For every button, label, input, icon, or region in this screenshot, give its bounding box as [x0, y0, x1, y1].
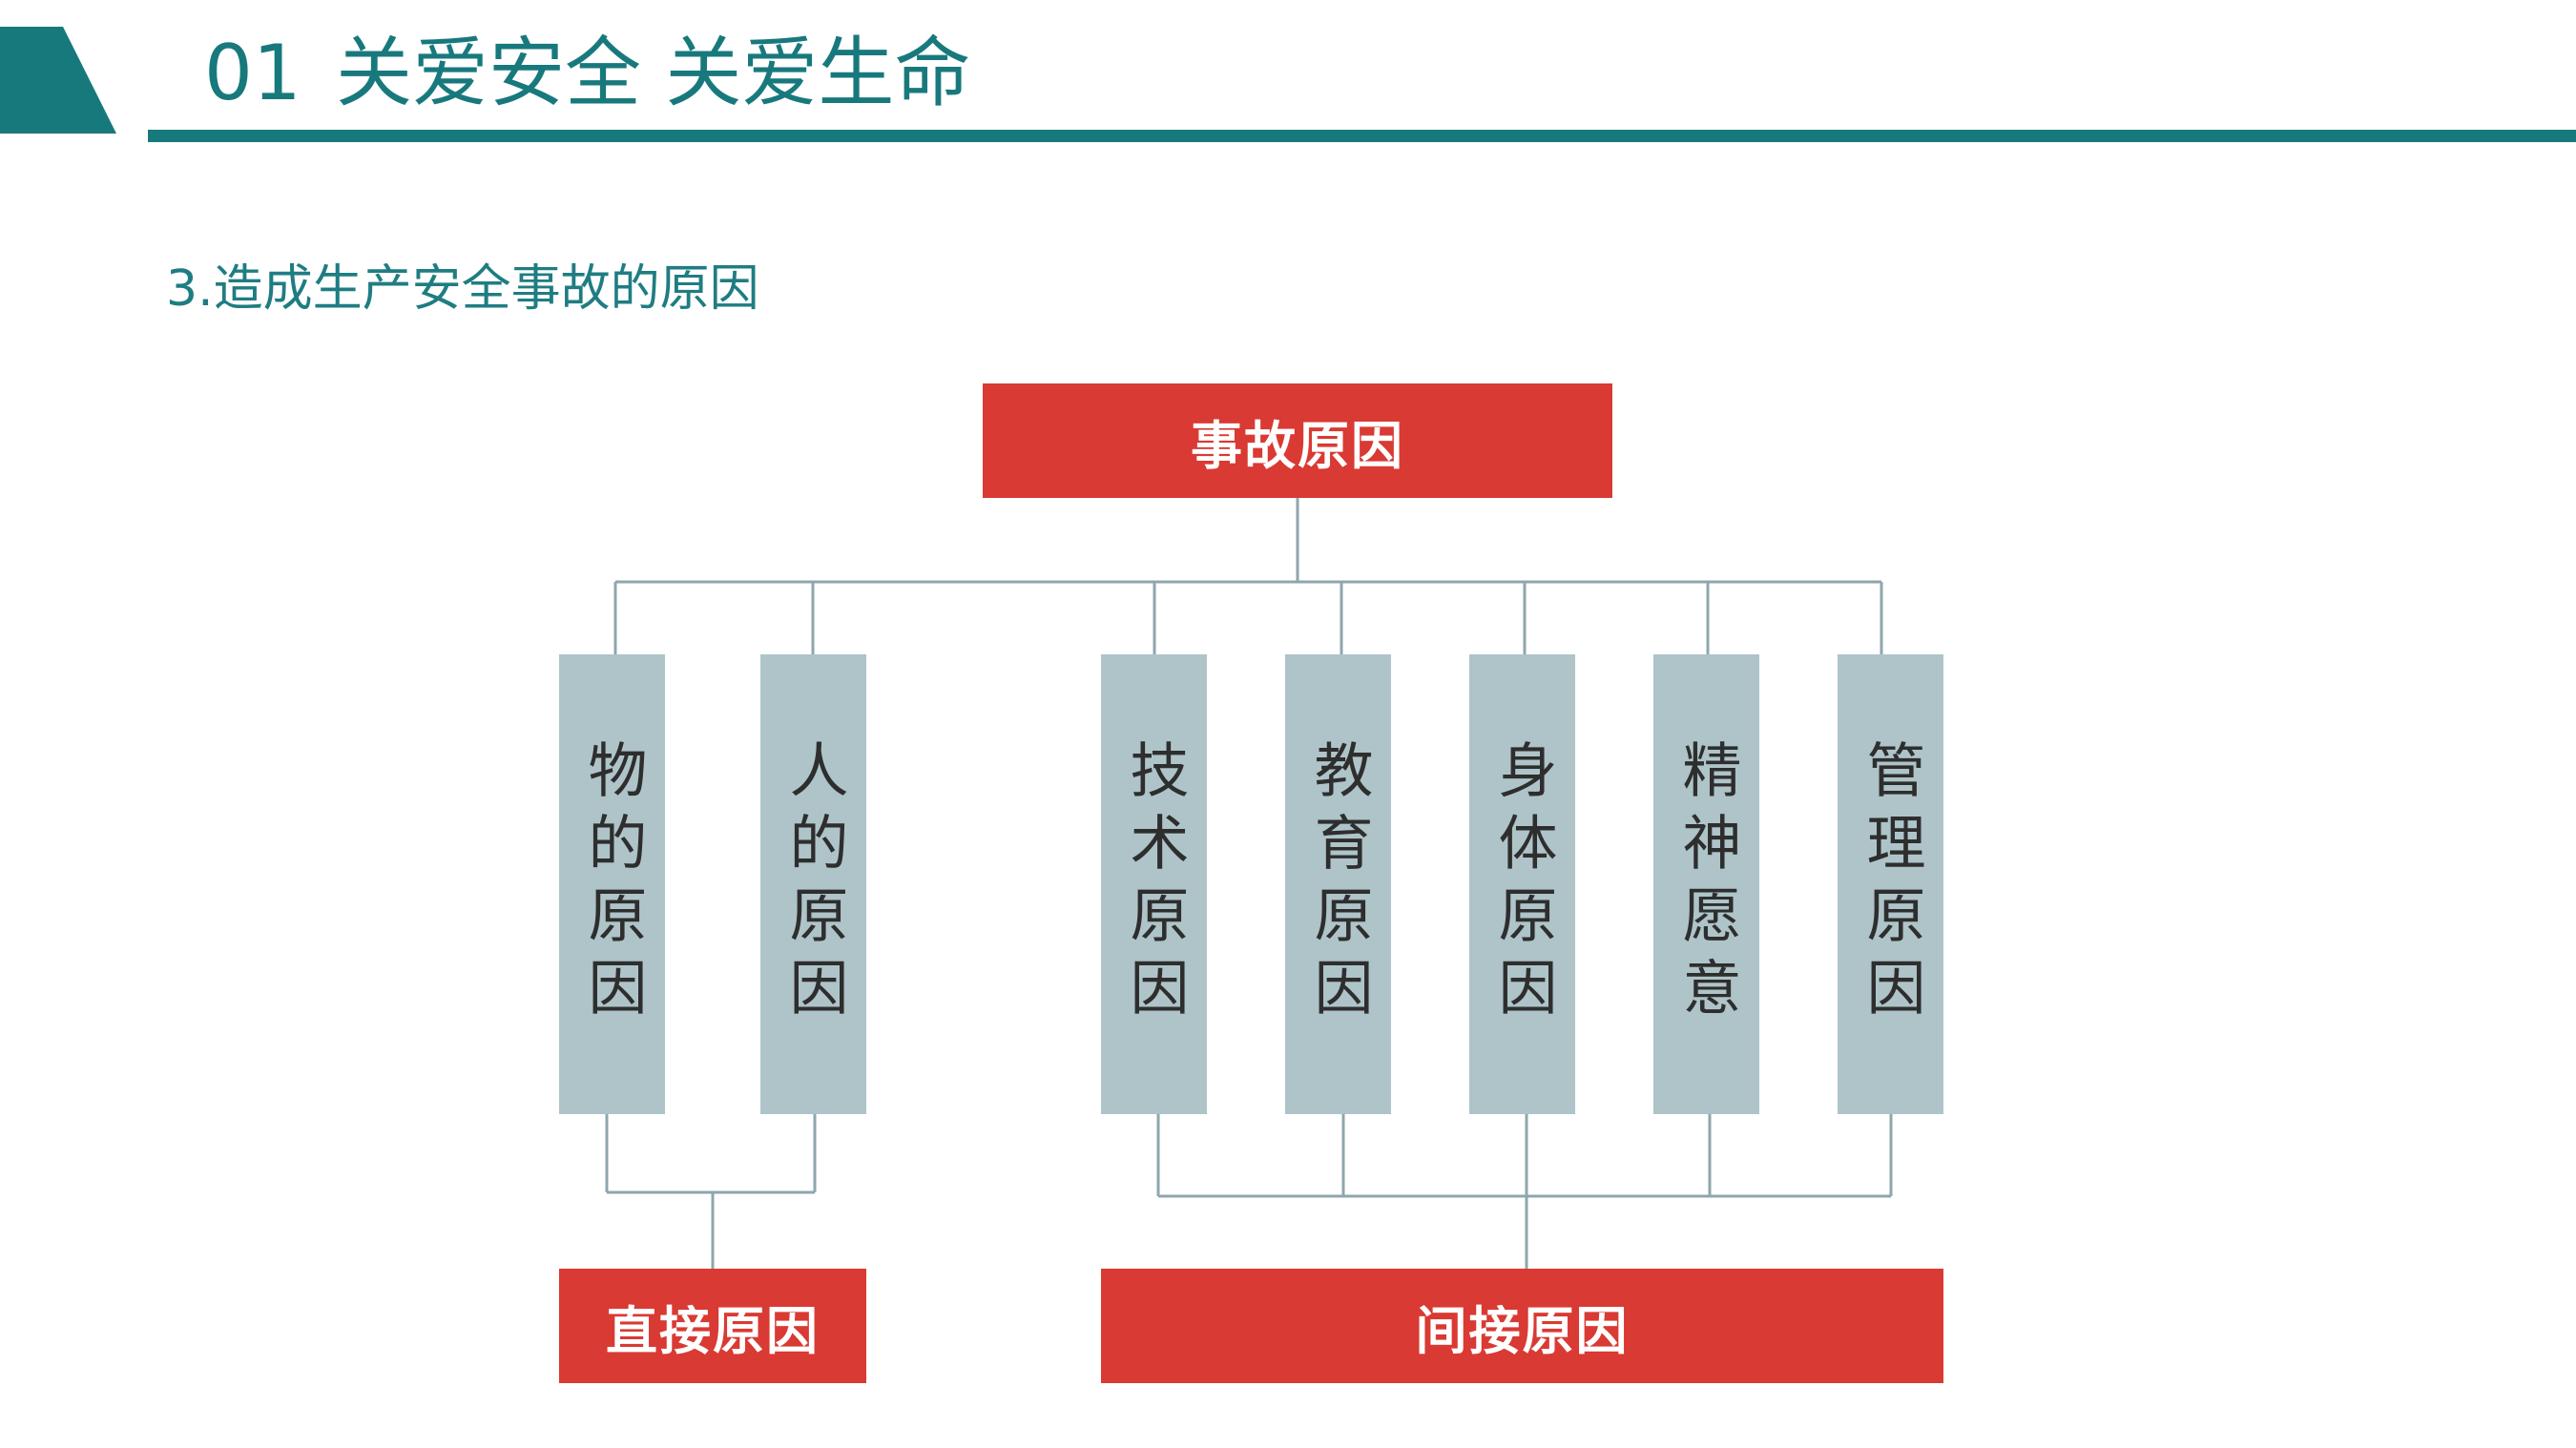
header-divider: [148, 130, 2576, 142]
cause-node-material: 物的原因: [559, 654, 665, 1114]
cause-node-mental: 精神愿意: [1653, 654, 1759, 1114]
header-accent-shape: [0, 27, 116, 134]
cause-label: 人的原因: [779, 739, 849, 1029]
cause-label: 技术原因: [1119, 739, 1190, 1029]
cause-label: 物的原因: [577, 739, 648, 1029]
root-node-accident-cause: 事故原因: [983, 383, 1612, 498]
group-node-indirect-cause: 间接原因: [1101, 1269, 1943, 1383]
cause-node-management: 管理原因: [1838, 654, 1943, 1114]
section-subtitle: 3.造成生产安全事故的原因: [166, 260, 759, 318]
cause-label: 管理原因: [1856, 739, 1926, 1029]
cause-label: 精神愿意: [1672, 739, 1742, 1029]
cause-label: 教育原因: [1303, 739, 1374, 1029]
cause-node-physical: 身体原因: [1469, 654, 1575, 1114]
cause-label: 身体原因: [1487, 739, 1558, 1029]
cause-node-human: 人的原因: [760, 654, 866, 1114]
section-number: 01: [204, 29, 301, 117]
cause-node-education: 教育原因: [1285, 654, 1391, 1114]
group-node-direct-cause: 直接原因: [559, 1269, 866, 1383]
cause-node-technical: 技术原因: [1101, 654, 1207, 1114]
page-title: 关爱安全 关爱生命: [336, 29, 971, 117]
